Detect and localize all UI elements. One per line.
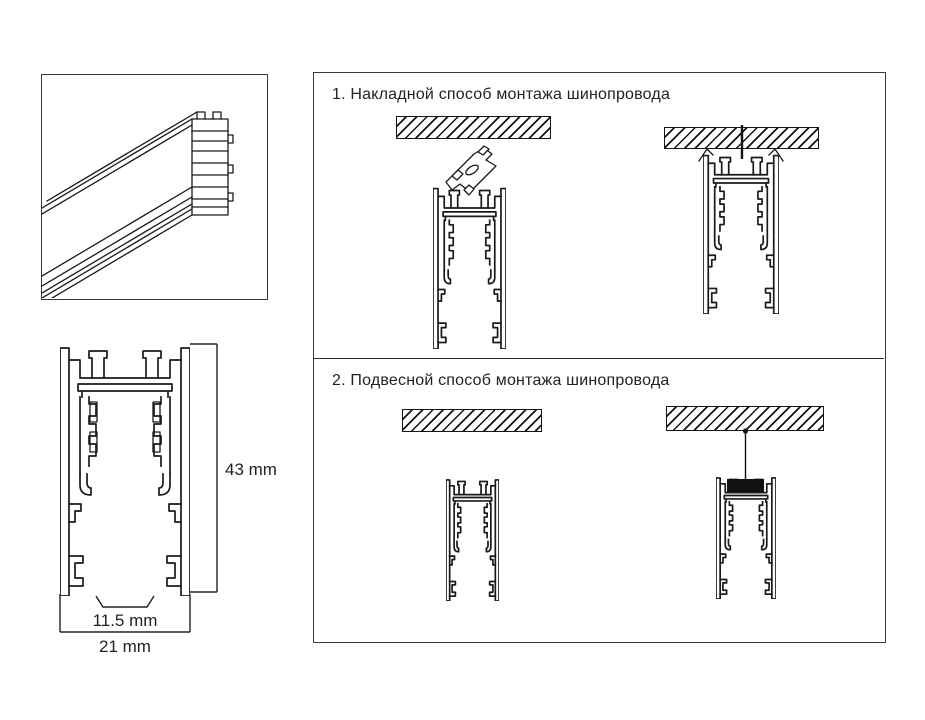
track-cross-section xyxy=(446,479,499,601)
rail-3d-drawing xyxy=(42,111,234,298)
track-cross-section xyxy=(703,155,779,314)
mounting-clip-lines xyxy=(445,145,497,196)
dimension-outer-width: 21 mm xyxy=(59,594,191,656)
ceiling-hatch xyxy=(396,116,551,139)
screw-icon xyxy=(740,125,744,159)
section-1-title: 1. Накладной способ монтажа шинопровода xyxy=(332,86,671,103)
dimension-height-label: 43 mm xyxy=(225,460,277,479)
contact-strip xyxy=(89,401,98,423)
suspension-block xyxy=(727,479,764,492)
dimension-inner-width-label: 11.5 mm xyxy=(93,611,158,630)
mounting-methods-panel: 1. Накладной способ монтажа шинопровода xyxy=(313,72,886,643)
cross-section-figure: 43 mm 11.5 mm 21 mm xyxy=(52,336,287,658)
clip-wings xyxy=(698,148,784,162)
section-2-title: 2. Подвесной способ монтажа шинопровода xyxy=(332,372,670,389)
ceiling-hatch xyxy=(402,409,542,432)
dimension-outer-width-label: 21 mm xyxy=(99,637,151,656)
rail-3d-box xyxy=(41,74,268,300)
track-cross-section-large xyxy=(60,347,190,596)
contact-strip xyxy=(89,431,98,453)
contact-strip xyxy=(152,431,161,453)
contact-strip xyxy=(152,401,161,423)
cross-section-drawing: 43 mm 11.5 mm 21 mm xyxy=(59,343,277,656)
mounting-clip-drawing xyxy=(445,145,497,196)
suspension-wire xyxy=(727,428,764,492)
anchor-dot-icon xyxy=(742,428,749,434)
track-cross-section xyxy=(433,188,506,349)
contact-strips xyxy=(89,401,161,453)
dimension-inner-width: 11.5 mm xyxy=(93,595,158,630)
dimension-height: 43 mm xyxy=(190,343,277,593)
rail-3d-lines xyxy=(42,111,234,298)
section-surface-mounting: 1. Накладной способ монтажа шинопровода xyxy=(314,73,884,359)
section-suspended-mounting: 2. Подвесной способ монтажа шинопровода xyxy=(314,359,884,641)
